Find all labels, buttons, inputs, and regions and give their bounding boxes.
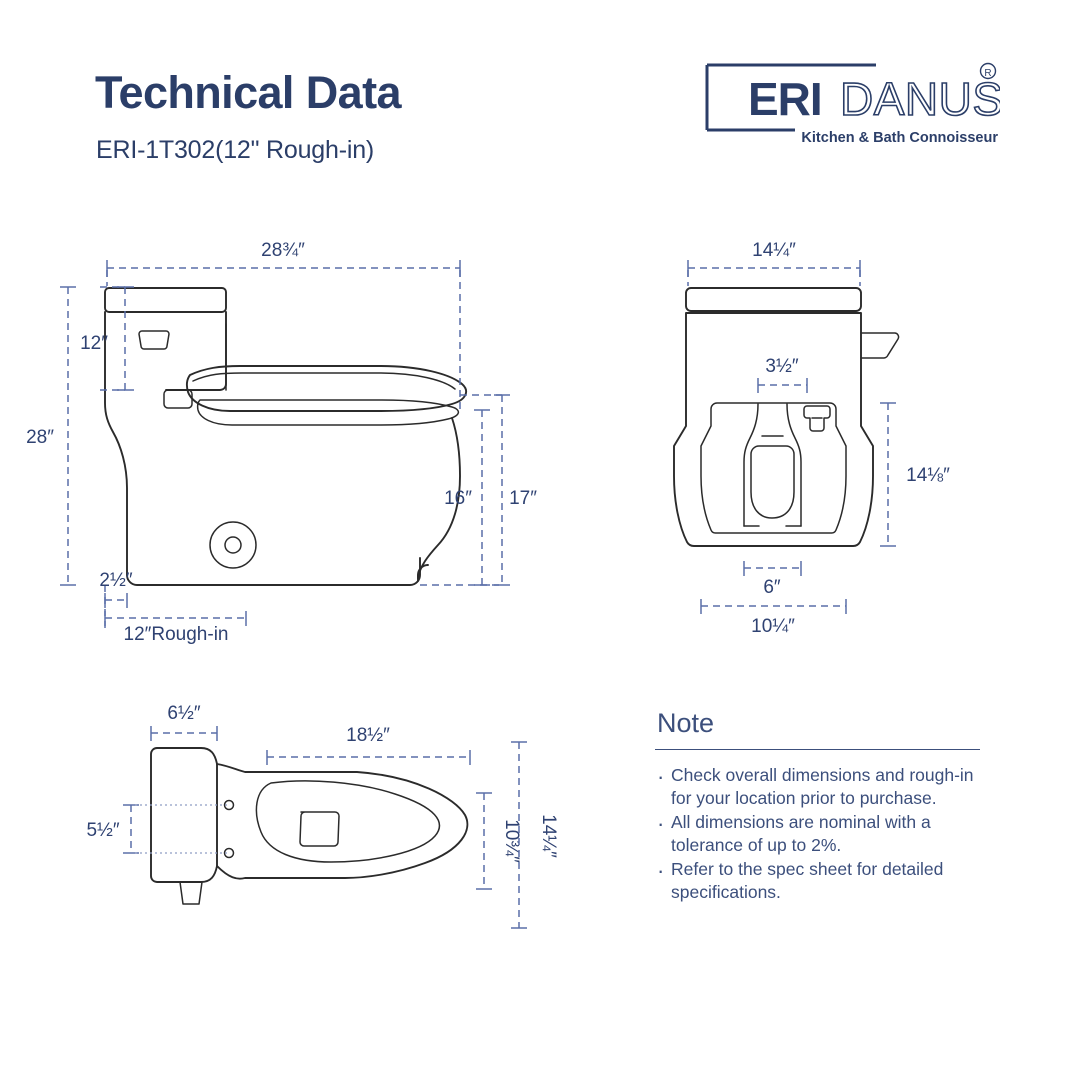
svg-text:DANUS: DANUS [840, 73, 1000, 125]
dim-top-tank-depth: 6½″ [167, 703, 200, 724]
svg-text:ERI: ERI [748, 73, 822, 125]
dim-rear-overall-width: 14¼″ [752, 240, 796, 261]
side-elevation-view: .dl{stroke:#5a6fa8;stroke-width:1.5;fill… [26, 240, 550, 645]
dim-top-bowl-width: 10¾″ [501, 819, 522, 863]
dim-rear-base-width: 10¼″ [751, 616, 795, 637]
top-plan-view: .dl3{stroke:#5a6fa8;stroke-width:1.5;fil… [86, 700, 565, 950]
svg-text:R: R [984, 68, 991, 79]
rear-elevation-view: .dl2{stroke:#5a6fa8;stroke-width:1.5;fil… [660, 240, 1000, 640]
dim-side-overall-height: 28″ [26, 427, 54, 448]
note-divider [655, 749, 980, 750]
logo-danus-text: DANUS [839, 72, 1000, 126]
dim-side-bowl-height: 16″ [444, 488, 472, 509]
dim-top-overall-width: 14¼″ [538, 814, 559, 858]
dim-side-seat-height: 17″ [509, 488, 537, 509]
eridanus-logo: ERI DANUS R Kitchen & Bath Connoisseur [700, 58, 1000, 150]
page-title: Technical Data [95, 67, 401, 118]
dim-rear-skirt-height: 14⅛″ [906, 465, 950, 486]
logo-tagline: Kitchen & Bath Connoisseur [801, 130, 998, 146]
note-title: Note [657, 708, 715, 738]
dim-side-tank-height: 12″ [80, 333, 108, 354]
header: Technical Data ERI-1T302(12" Rough-in) E… [0, 0, 1080, 200]
dim-top-bowl-projection: 18½″ [346, 725, 390, 746]
dim-side-rough-in: 12″Rough-in [124, 624, 229, 645]
dim-rear-foot-width: 6″ [763, 577, 781, 598]
dim-top-bolt-spread: 5½″ [86, 820, 119, 841]
bolt-hole-bottom [223, 847, 235, 859]
dim-side-base-offset: 2½″ [99, 570, 132, 591]
registered-trademark-icon: R [979, 62, 997, 80]
note-section: Note Check overall dimensions and rough-… [655, 710, 985, 906]
logo-eri-text: ERI [748, 73, 823, 125]
note-item: Refer to the spec sheet for detailed spe… [655, 856, 985, 904]
bolt-hole-top [223, 799, 235, 811]
note-item: Check overall dimensions and rough-in fo… [655, 762, 985, 810]
note-item: All dimensions are nominal with a tolera… [655, 809, 985, 857]
note-list: Check overall dimensions and rough-in fo… [655, 762, 985, 905]
dim-rear-trapway-width: 3½″ [765, 356, 798, 377]
dim-side-overall-depth: 28¾″ [261, 240, 305, 261]
model-number-subtitle: ERI-1T302(12" Rough-in) [96, 136, 375, 164]
